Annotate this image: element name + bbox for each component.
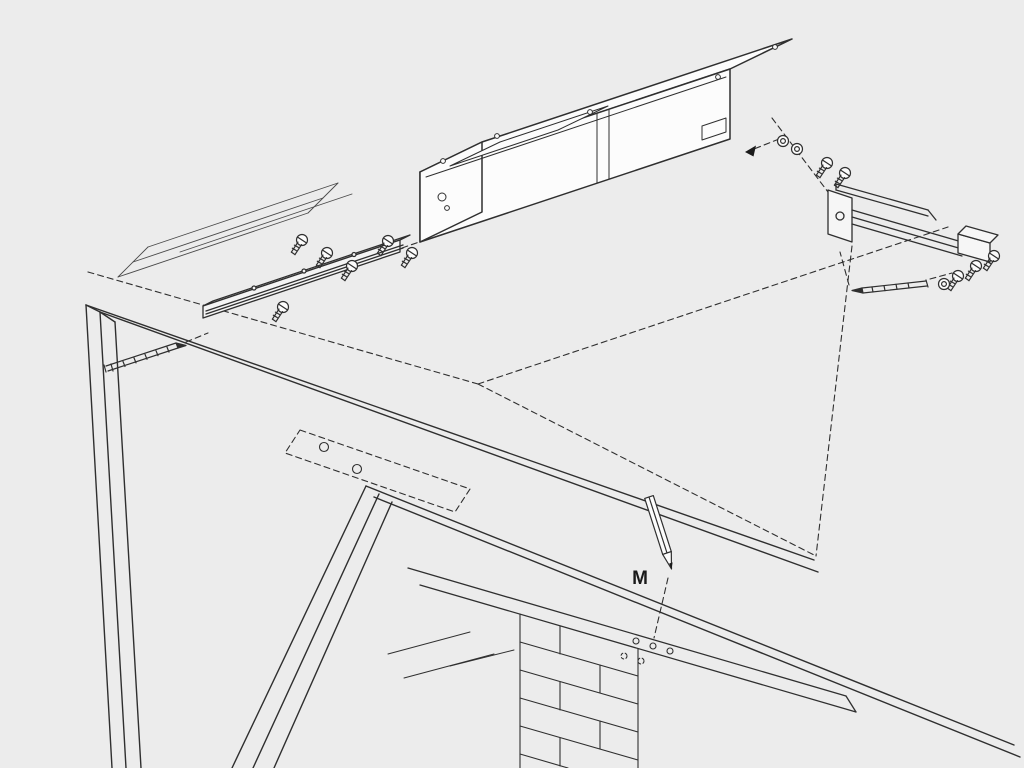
marking-pencil (644, 495, 673, 570)
screw-icon (271, 300, 290, 323)
washers-and-bolts (776, 134, 852, 189)
connector-detail (701, 117, 727, 141)
wall-anchor-right (851, 279, 929, 294)
washer-icon (790, 142, 804, 156)
slide-arm-bracket (827, 183, 999, 263)
door-leaf (231, 485, 1021, 768)
end-cap-hole (444, 205, 450, 211)
end-cap-hole (437, 192, 447, 202)
brick-wall (519, 613, 639, 768)
door-frame (85, 304, 819, 768)
washer-icon (937, 277, 951, 291)
door-operator-unit (419, 38, 793, 243)
screw-icon (964, 259, 983, 282)
drill-holes (620, 637, 674, 665)
bolt-icon (815, 156, 834, 179)
alignment-dashed-lines (87, 117, 953, 639)
direction-arrow (745, 145, 756, 157)
screw-icon (290, 233, 309, 256)
washer-icon (776, 134, 790, 148)
access-panel (449, 105, 609, 167)
screw-icon (400, 246, 419, 269)
lintel-beam (407, 567, 857, 713)
mounting-rail (202, 234, 411, 319)
glass-reflection (387, 631, 515, 679)
ceiling-plane-lines (117, 182, 353, 278)
frame-holes (318, 441, 363, 475)
marking-point-label: M (632, 568, 648, 589)
